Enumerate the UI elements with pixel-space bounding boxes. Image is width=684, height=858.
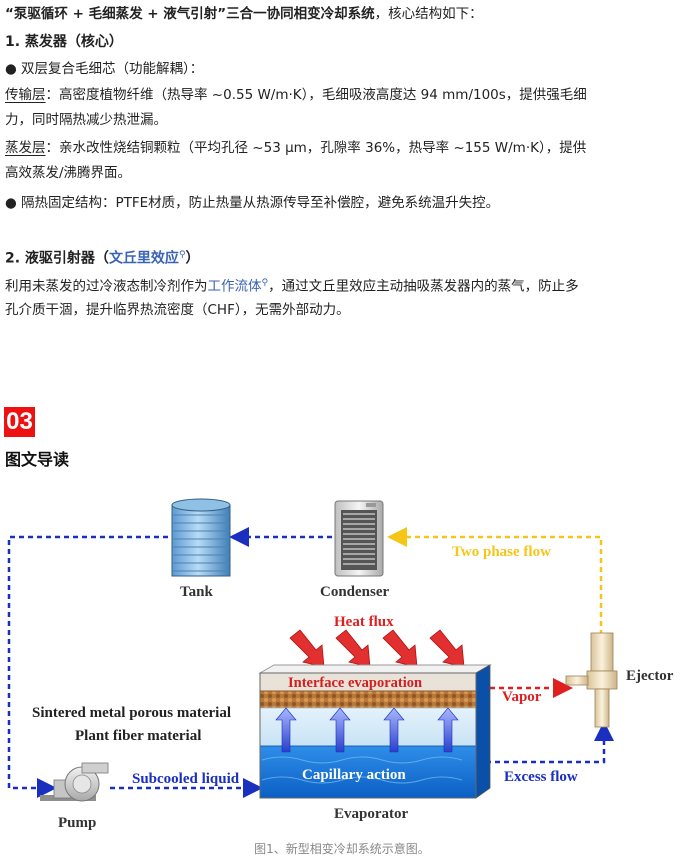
evaporator-block — [258, 664, 492, 799]
ejector-paragraph-b: 孔介质干涸，提升临界热流密度（CHF），无需外部动力。 — [5, 302, 350, 318]
heading-ejector-prefix: 2. 液驱引射器（ — [5, 250, 109, 267]
plant-fiber-label: Plant fiber material — [75, 728, 201, 744]
bullet-dot-icon: ● — [5, 61, 17, 77]
ejector-label: Ejector — [626, 668, 674, 684]
search-icon[interactable]: ⚲ — [261, 278, 269, 288]
p2-text-b: ，通过文丘里效应主动抽吸蒸发器内的蒸气，防止多 — [268, 278, 579, 295]
section-number-badge: 03 — [4, 407, 35, 437]
pump-label: Pump — [58, 815, 96, 831]
working-fluid-link[interactable]: 工作流体 — [207, 278, 262, 295]
system-diagram: Tank Condenser Two phase flow Heat flux — [0, 490, 684, 835]
interface-evaporation-label: Interface evaporation — [288, 675, 422, 691]
bullet-insulation-text: 隔热固定结构：PTFE材质，防止热量从热源传导至补偿腔，避免系统温升失控。 — [21, 195, 500, 211]
layer1-label: 传输层 — [5, 87, 46, 103]
tank-label: Tank — [180, 584, 213, 600]
bullet-wick-text: 双层复合毛细芯（功能解耦）： — [21, 61, 204, 77]
heat-flux-arrows — [289, 629, 465, 668]
heat-flux-label: Heat flux — [334, 614, 394, 630]
two-phase-flow-line — [387, 527, 603, 635]
intro-quote: “泵驱循环 + 毛细蒸发 + 液气引射”三合一协同相变冷却系统 — [5, 6, 375, 22]
condenser-icon — [334, 500, 384, 577]
two-phase-flow-label: Two phase flow — [452, 544, 551, 560]
layer1-text-a: ：高密度植物纤维（热导率 ~0.55 W/m·K），毛细吸液高度达 94 mm/… — [45, 87, 587, 103]
bullet-wick: ●双层复合毛细芯（功能解耦）： — [5, 59, 203, 79]
section-title: 图文导读 — [5, 450, 70, 469]
ejector-paragraph-a: 利用未蒸发的过冷液态制冷剂作为工作流体⚲，通过文丘里效应主动抽吸蒸发器内的蒸气，… — [5, 273, 579, 297]
bullet-insulation: ●隔热固定结构：PTFE材质，防止热量从热源传导至补偿腔，避免系统温升失控。 — [5, 193, 499, 213]
vapor-label: Vapor — [502, 689, 542, 705]
search-icon[interactable]: ⚲ — [178, 250, 186, 260]
heading-ejector: 2. 液驱引射器（文丘里效应⚲） — [5, 245, 200, 269]
subcooled-liquid-label: Subcooled liquid — [132, 771, 240, 787]
excess-flow-line — [486, 721, 614, 764]
venturi-link[interactable]: 文丘里效应 — [108, 250, 179, 267]
tank-icon — [171, 498, 231, 577]
heading-ejector-suffix: ） — [185, 250, 200, 267]
layer1-line-a: 传输层：高密度植物纤维（热导率 ~0.55 W/m·K），毛细吸液高度达 94 … — [5, 85, 587, 105]
layer2-label: 蒸发层 — [5, 140, 46, 156]
layer2-text-a: ：亲水改性烧结铜颗粒（平均孔径 ~53 μm，孔隙率 36%，热导率 ~155 … — [45, 140, 587, 156]
intro-tail: ，核心结构如下： — [374, 6, 483, 22]
capillary-arrows — [275, 707, 459, 753]
bullet-dot-icon: ● — [5, 195, 17, 211]
ejector-icon — [565, 632, 618, 728]
liquid-return-line — [7, 535, 168, 798]
capillary-action-label: Capillary action — [302, 767, 406, 783]
excess-flow-label: Excess flow — [504, 769, 578, 785]
layer1-line-b: 力，同时隔热减少热泄漏。 — [5, 112, 167, 128]
evaporator-label: Evaporator — [334, 806, 409, 822]
condenser-label: Condenser — [320, 584, 390, 600]
p2-text-a: 利用未蒸发的过冷液态制冷剂作为 — [5, 278, 208, 295]
layer2-line-a: 蒸发层：亲水改性烧结铜颗粒（平均孔径 ~53 μm，孔隙率 36%，热导率 ~1… — [5, 138, 586, 158]
intro-paragraph: “泵驱循环 + 毛细蒸发 + 液气引射”三合一协同相变冷却系统，核心结构如下： — [5, 4, 483, 24]
sintered-material-label: Sintered metal porous material — [32, 705, 231, 721]
figure-caption: 图1、新型相变冷却系统示意图。 — [254, 842, 430, 856]
pump-icon — [40, 762, 109, 802]
heading-evaporator: 1. 蒸发器（核心） — [5, 34, 123, 50]
system-diagram-svg: Tank Condenser Two phase flow Heat flux — [7, 498, 674, 831]
layer2-line-b: 高效蒸发/沸腾界面。 — [5, 165, 132, 181]
